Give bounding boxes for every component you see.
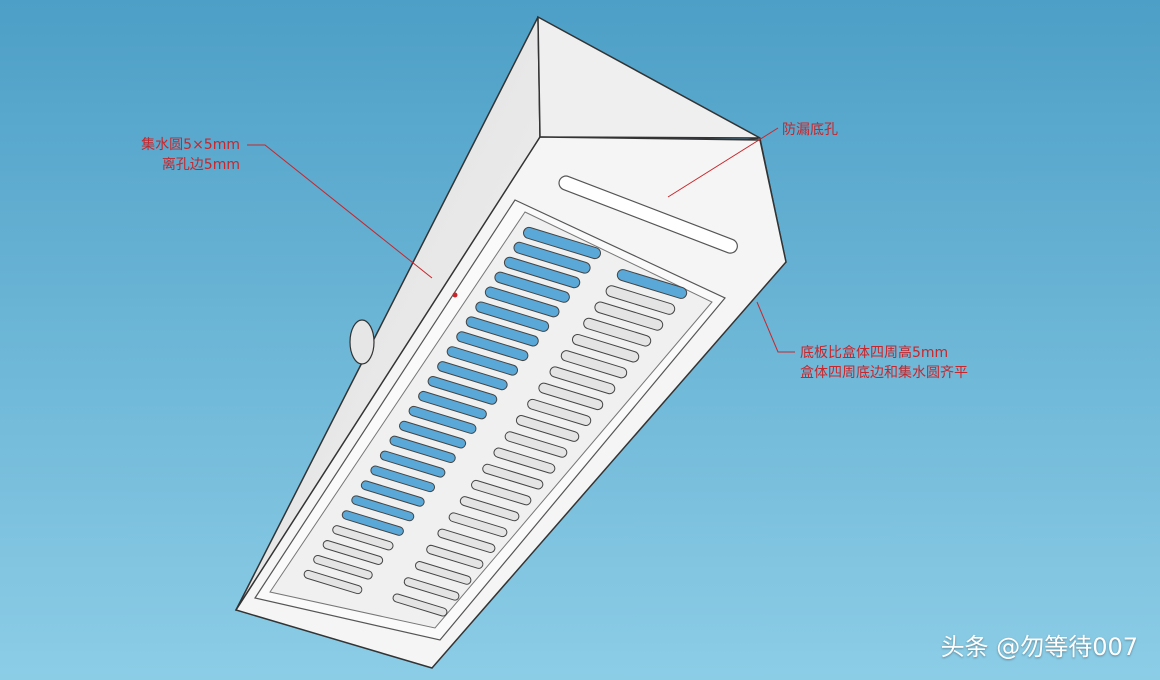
drain-slot [523, 226, 601, 260]
drain-slot [494, 271, 570, 303]
drain-slot [459, 496, 520, 522]
drain-slot [426, 544, 484, 569]
drain-slot [351, 495, 415, 522]
drain-slot [475, 301, 550, 332]
drain-slot [427, 376, 498, 405]
drain-slot [571, 333, 640, 363]
drain-slot [403, 577, 460, 601]
slot-column-right [392, 269, 688, 617]
side-drain-knob [349, 319, 375, 365]
annotation-right-line1: 底板比盒体四周高5mm [800, 345, 949, 361]
annotation-right-line2: 盒体四周底边和集水圆齐平 [800, 365, 968, 381]
drain-slot [456, 331, 529, 362]
drain-slot [515, 415, 580, 442]
drain-slot [482, 463, 544, 490]
drain-slot [504, 431, 568, 458]
drain-slot [484, 286, 560, 318]
annotation-collector-size: 集水圆5×5mm 离孔边5mm [112, 135, 240, 175]
drain-slot [303, 569, 363, 595]
anti-leak-slot [558, 175, 738, 254]
annotation-anti-leak-hole: 防漏底孔 [782, 120, 838, 140]
annotation-bottom-plate: 底板比盒体四周高5mm 盒体四周底边和集水圆齐平 [800, 343, 968, 383]
drain-slot [399, 420, 467, 449]
drain-slot [549, 366, 616, 395]
drain-slot [408, 405, 477, 434]
drain-slot [414, 561, 472, 585]
drain-slot [322, 540, 384, 565]
drain-slot [448, 512, 508, 538]
annotation-left-line1: 集水圆5×5mm [141, 137, 240, 153]
annotation-top-text: 防漏底孔 [782, 122, 838, 138]
drain-slot [332, 525, 394, 551]
drain-slot [471, 479, 532, 506]
drain-slot [437, 361, 508, 391]
drain-slot [313, 554, 373, 580]
drain-slot [503, 256, 581, 289]
drain-slot [560, 350, 628, 379]
leader-line-top [667, 127, 779, 198]
drain-slot [370, 465, 435, 493]
drain-slot [527, 398, 592, 426]
drain-slot [379, 450, 446, 478]
drain-slot [437, 528, 496, 553]
drain-slot [538, 382, 604, 411]
slot-column-left [303, 226, 601, 595]
collector-dot [452, 292, 458, 298]
drain-slot [392, 593, 448, 617]
drain-slot [446, 346, 518, 376]
drain-slot [360, 480, 425, 507]
drain-slot [493, 447, 556, 474]
annotation-left-line2: 离孔边5mm [161, 157, 240, 173]
drain-slot [605, 285, 676, 315]
drain-slot [341, 510, 404, 536]
drain-slot [389, 435, 456, 464]
leader-line-left [247, 144, 433, 279]
drain-slot [616, 269, 688, 299]
leader-line-right [756, 301, 795, 353]
drain-slot [465, 316, 539, 347]
watermark: 头条 @勿等待007 [940, 633, 1138, 661]
drain-slot [594, 301, 664, 331]
box-inner-top [537, 15, 761, 139]
drain-slot [583, 317, 652, 347]
drain-slot [513, 241, 591, 274]
drain-slot [418, 390, 487, 420]
